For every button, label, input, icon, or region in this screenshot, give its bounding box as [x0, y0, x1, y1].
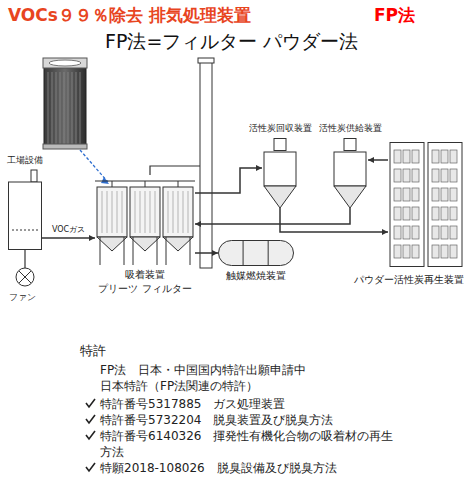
part-name: ファン	[9, 289, 36, 305]
exhaust-stack	[198, 58, 214, 268]
equipment-caption: 活性炭供給装置	[319, 122, 382, 135]
patent-item: 特許番号5317885 ガス処理装置	[100, 396, 285, 412]
pipe-connector	[368, 159, 388, 161]
adsorption-unit: 吸着装置プリーツ フィルター	[95, 175, 195, 265]
equipment-caption: 吸着装置プリーツ フィルター	[98, 268, 191, 296]
equipment-name: プリーツ フィルター	[98, 282, 191, 296]
regeneration-unit: パウダー活性炭再生装置	[388, 142, 464, 270]
subtitle: FP法=フィルター パウダー法	[105, 30, 358, 52]
equipment-caption: 活性炭回収装置	[249, 122, 312, 135]
pipe-connector	[195, 216, 350, 224]
pipe-connector	[195, 168, 262, 193]
supply-hopper: 活性炭供給装置	[332, 138, 368, 216]
check-marks	[86, 399, 95, 471]
equipment-shape	[262, 138, 298, 216]
equipment-caption: 工場設備	[7, 154, 43, 167]
equipment-name: 工場設備	[7, 154, 43, 167]
pipe-connector	[42, 237, 95, 239]
equipment-name: 触媒燃焼装置	[226, 269, 286, 283]
pipe-connector	[195, 252, 218, 254]
recovery-hopper: 活性炭回収装置	[262, 138, 298, 216]
patent-note: FP法 日本・中国国内特許出願申請中	[100, 362, 306, 378]
page-title: VOCs９９％除去 排気処理装置	[8, 4, 251, 26]
patent-note: 日本特許（FP法関連の特許）	[100, 378, 258, 394]
equipment-name: パウダー活性炭再生装置	[354, 273, 464, 287]
section-heading: 特許	[80, 343, 106, 359]
equipment-name: 活性炭回収装置	[249, 122, 312, 135]
catalytic-combustor: 触媒燃焼装置	[218, 240, 294, 266]
flow-label: VOCガス	[51, 225, 86, 235]
equipment-name: 吸着装置	[98, 268, 191, 282]
equipment-caption: パウダー活性炭再生装置	[354, 273, 464, 287]
patent-item: 特許番号5732204 脱臭装置及び脱臭方法	[100, 412, 333, 428]
fan-symbol	[16, 268, 34, 286]
patent-item: 特願2018-108026 脱臭設備及び脱臭方法	[100, 460, 337, 476]
equipment-shape	[388, 142, 464, 270]
equipment-shape	[95, 175, 195, 265]
clean-air-duct	[150, 166, 200, 175]
fan-duct	[24, 250, 25, 268]
method-tag: FP法	[374, 4, 415, 26]
equipment-shape	[8, 170, 42, 250]
photo-pointer	[80, 150, 108, 182]
equipment-caption: 触媒燃焼装置	[226, 269, 286, 283]
patent-item: 特許番号6140326 揮発性有機化合物の吸着材の再生方法	[100, 428, 400, 460]
equipment-shape	[218, 240, 294, 266]
filter-photo	[43, 58, 87, 149]
equipment-shape	[332, 138, 368, 216]
factory-equipment: 工場設備	[8, 170, 42, 250]
equipment-name: 活性炭供給装置	[319, 122, 382, 135]
